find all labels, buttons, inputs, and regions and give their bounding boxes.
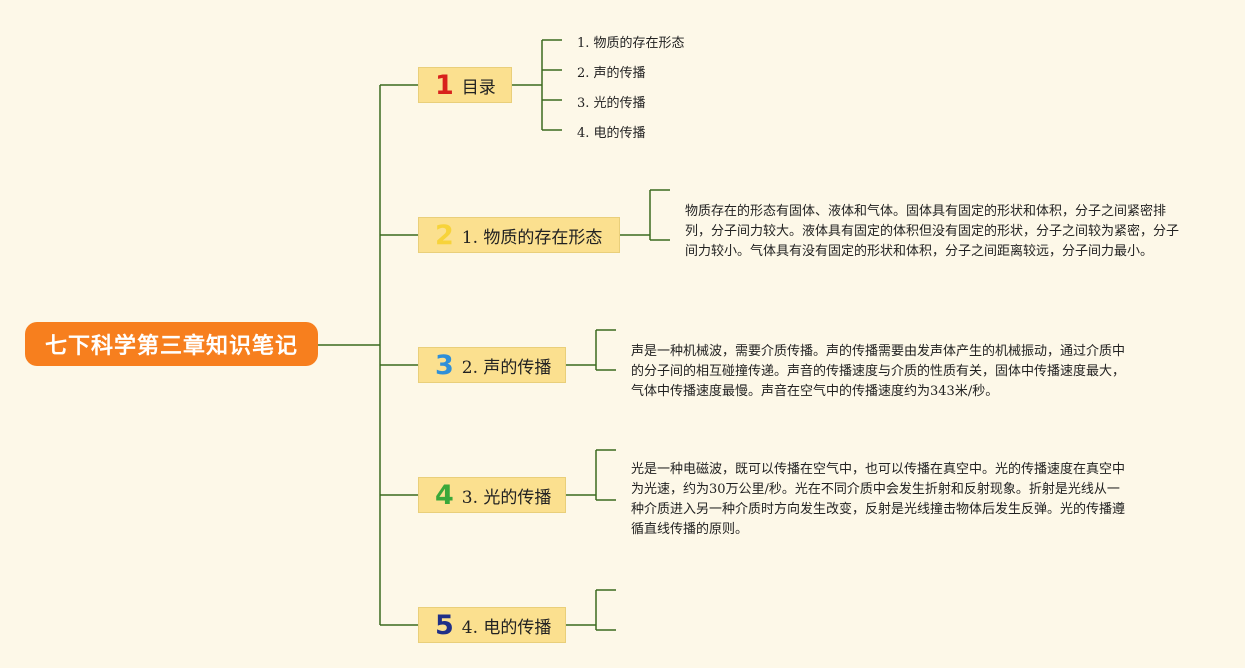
number-2-icon: 2 (435, 219, 454, 251)
topic-matter[interactable]: 2 1. 物质的存在形态 (418, 217, 620, 253)
root-topic[interactable]: 七下科学第三章知识笔记 (25, 322, 318, 366)
matter-note[interactable]: 物质存在的形态有固体、液体和气体。固体具有固定的形状和体积，分子之间紧密排列，分… (685, 204, 1180, 259)
light-note[interactable]: 光是一种电磁波，既可以传播在空气中，也可以传播在真空中。光的传播速度在真空中为光… (631, 462, 1126, 537)
topic-label: 2. 声的传播 (461, 357, 552, 378)
topic-electricity[interactable]: 5 4. 电的传播 (418, 607, 566, 643)
topic-label: 4. 电的传播 (461, 617, 552, 638)
sound-note[interactable]: 声是一种机械波，需要介质传播。声的传播需要由发声体产生的机械振动，通过介质中的分… (631, 344, 1126, 399)
topic-sound[interactable]: 3 2. 声的传播 (418, 347, 566, 383)
number-3-icon: 3 (435, 349, 454, 381)
topic-toc[interactable]: 1 目录 (418, 67, 512, 103)
topic-light[interactable]: 4 3. 光的传播 (418, 477, 566, 513)
toc-item[interactable]: 1. 物质的存在形态 (577, 36, 685, 51)
toc-item[interactable]: 2. 声的传播 (577, 66, 646, 81)
number-1-icon: 1 (435, 69, 454, 101)
toc-item[interactable]: 3. 光的传播 (577, 96, 646, 111)
number-4-icon: 4 (435, 479, 454, 511)
toc-item[interactable]: 4. 电的传播 (577, 126, 646, 141)
topic-label: 目录 (461, 77, 496, 98)
topic-label: 3. 光的传播 (461, 487, 552, 508)
number-5-icon: 5 (435, 609, 454, 641)
topic-label: 1. 物质的存在形态 (461, 227, 603, 248)
